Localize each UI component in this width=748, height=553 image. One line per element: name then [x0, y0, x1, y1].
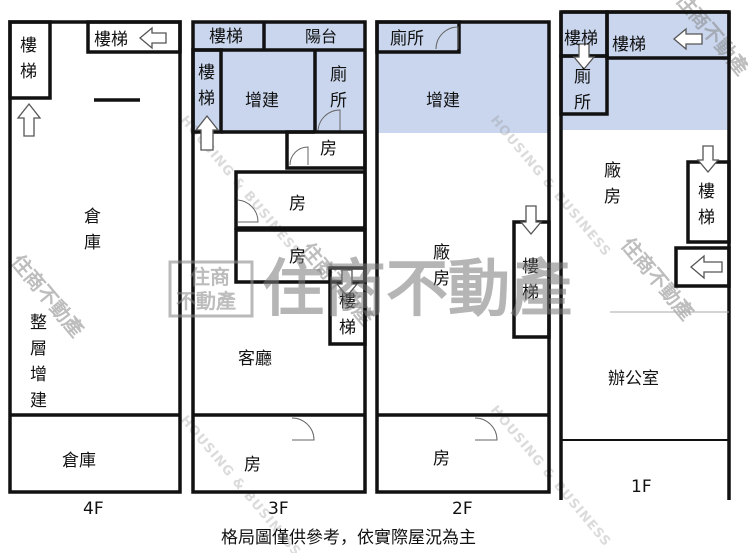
floor-3f: 樓梯 陽台 樓 梯 增建 廁 所 房 房 房 樓 梯 客廳 房 3F	[191, 20, 367, 519]
floor-2f: 廁所 增建 廠 房 樓 梯 房 2F	[375, 20, 551, 519]
arrow-up-icon	[194, 114, 220, 151]
f2-addition-label: 增建	[426, 91, 460, 111]
f1-floor-label: 1F	[631, 477, 652, 497]
f3-stairs-left-label-2: 梯	[198, 89, 215, 109]
watermark-big-text: 住商不動產	[262, 252, 572, 325]
f3-stairs-left-label-1: 樓	[198, 63, 215, 83]
f4-stairs-top-label: 樓梯	[94, 30, 128, 50]
f4-addition-label-1: 整	[30, 313, 47, 333]
f2-floor-label: 2F	[452, 499, 473, 519]
f1-stairs-right-label-2: 梯	[698, 208, 715, 228]
arrow-up-icon	[16, 102, 42, 137]
f3-stairs-mid-label-1: 樓	[339, 292, 356, 312]
arrow-down-icon	[572, 43, 596, 71]
f4-stairs-left-label-2: 梯	[20, 62, 37, 82]
arrow-down-icon	[335, 269, 359, 298]
f4-stairs-left-label-1: 樓	[20, 36, 37, 56]
f3-stairs-top-label: 樓梯	[209, 27, 243, 47]
annex-fills	[193, 12, 729, 133]
f4-warehouse-bottom-label: 倉庫	[62, 451, 96, 471]
f3-balcony-label: 陽台	[305, 27, 337, 46]
f2-annex-fill	[377, 22, 549, 133]
arrow-left-icon	[138, 26, 167, 50]
f3-stairs-mid-label-2: 梯	[339, 318, 356, 338]
f4-addition-label-2: 層	[30, 339, 47, 359]
f3-room-c-label: 房	[289, 247, 306, 267]
f3-room-bottom-label: 房	[244, 455, 261, 475]
f1-stairs-a-label: 樓梯	[564, 29, 598, 49]
f4-addition-label-4: 建	[30, 391, 47, 411]
f4-warehouse-label-1: 倉	[84, 207, 101, 227]
arrow-left-icon	[689, 254, 723, 280]
f3-toilet-label-2: 所	[330, 91, 347, 111]
f3-addition-label: 增建	[245, 91, 279, 111]
f2-stairs-label-2: 梯	[522, 283, 539, 303]
f3-room-b-label: 房	[289, 194, 306, 214]
f1-stairs-right-label-1: 樓	[698, 182, 715, 202]
f1-factory-label-1: 廠	[604, 160, 621, 181]
f2-factory-label-1: 廠	[433, 242, 450, 263]
arrow-left-icon	[672, 27, 703, 51]
f3-room-a-label: 房	[320, 139, 337, 159]
watermark-logo-line2: 不動產	[176, 289, 236, 313]
f3-toilet-label-1: 廁	[330, 64, 347, 85]
watermark-logo-line1: 住商	[190, 265, 230, 289]
f4-floor-label: 4F	[83, 499, 104, 519]
arrow-down-icon	[696, 145, 720, 174]
f4-warehouse-label-2: 庫	[84, 233, 101, 253]
watermark-english-1: HOUSING & BUSINESS	[177, 113, 304, 260]
f3-living-room-label: 客廳	[238, 349, 272, 369]
f1-toilet-label-1: 廁	[574, 66, 591, 87]
f2-factory-label-2: 房	[433, 269, 450, 289]
center-watermark: 住商 不動產 住商不動產	[168, 252, 572, 325]
footer-caption: 格局圖僅供參考，依實際屋況為主	[221, 528, 476, 548]
f2-stairs-label-1: 樓	[522, 257, 539, 277]
f4-addition-label-3: 增	[30, 365, 47, 385]
f1-office-label: 辦公室	[608, 369, 659, 389]
f1-stairs-b-label: 樓梯	[612, 35, 646, 55]
watermark-small-1: 住商不動產	[6, 250, 89, 342]
f1-annex-fill	[561, 12, 729, 130]
floor-1f: 樓梯 樓梯 廁 所 廠 房 樓 梯 辦公室 1F	[559, 10, 731, 500]
floor-4f: 樓梯 樓 梯 倉 庫 整 層 增 建 倉庫 4F	[8, 20, 182, 519]
f3-annex-fill-top	[193, 22, 365, 50]
f3-floor-label: 3F	[268, 499, 289, 519]
arrow-down-icon	[519, 205, 543, 236]
f1-toilet-label-2: 所	[574, 93, 591, 113]
f1-factory-label-2: 房	[604, 187, 621, 207]
f2-toilet-label: 廁所	[390, 28, 424, 49]
f2-room-bottom-label: 房	[433, 449, 450, 469]
